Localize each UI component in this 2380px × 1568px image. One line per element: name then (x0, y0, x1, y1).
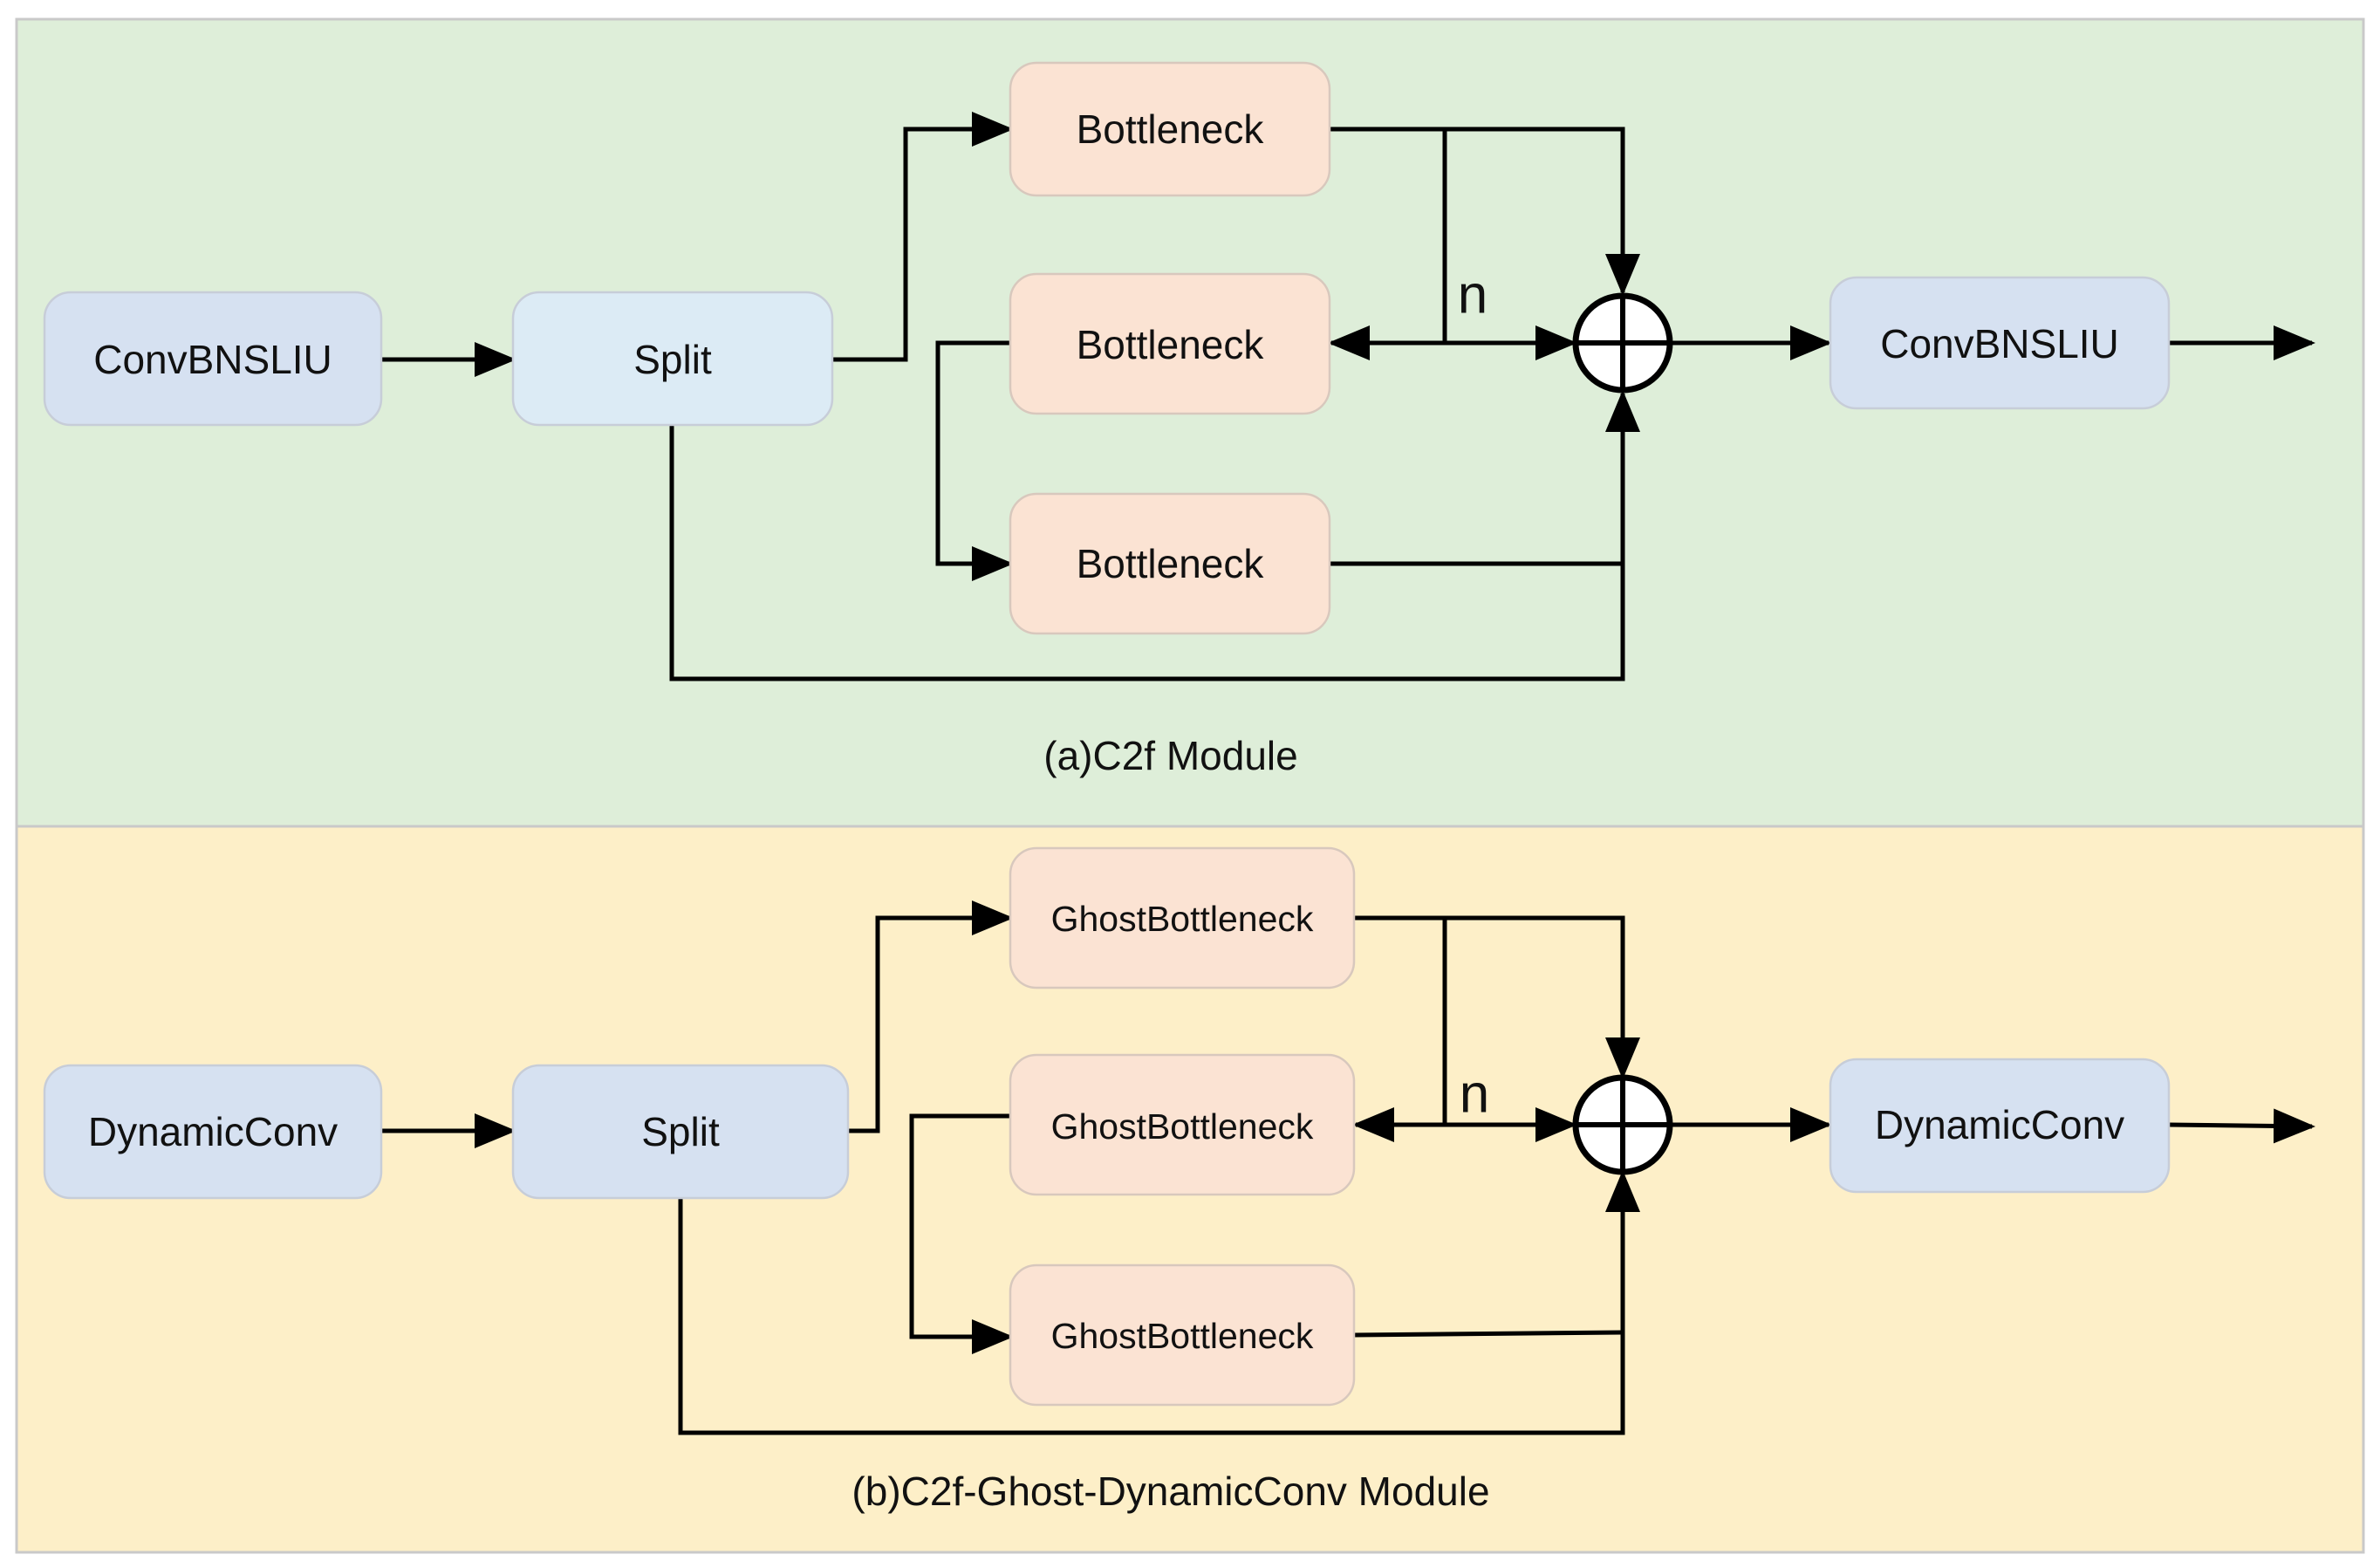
input-block-label: DynamicConv (88, 1109, 338, 1154)
panel-a-bottleneck-1: Bottleneck (1009, 61, 1331, 197)
split-shortcut-line (678, 1170, 1640, 1435)
bottleneck-1-label: GhostBottleneck (1051, 899, 1314, 939)
panel-b-input-block: DynamicConv (43, 1064, 383, 1200)
input-block-label: ConvBNSLIU (93, 337, 332, 382)
split-to-bottleneck-1-arrow (832, 112, 1014, 362)
bottleneck-2-label: Bottleneck (1077, 322, 1265, 367)
panel-b-concat-node (1572, 1074, 1673, 1175)
output-arrow (2168, 1108, 2315, 1144)
panel-a-input-block: ConvBNSLIU (43, 291, 383, 427)
output-block-label: DynamicConv (1875, 1102, 2124, 1147)
bottleneck-2-to-bottleneck-3-arrow (935, 340, 1014, 581)
repeat-count-label: n (1460, 1065, 1489, 1125)
bottleneck-3-label: GhostBottleneck (1051, 1316, 1314, 1356)
panel-b-caption: (b)C2f-Ghost-DynamicConv Module (851, 1469, 1489, 1514)
panel-b-split-block: Split (511, 1064, 850, 1200)
panel-b-bottleneck-2: GhostBottleneck (1009, 1053, 1356, 1196)
bottleneck-3-out-line (1353, 1330, 1624, 1338)
bottleneck-3-label: Bottleneck (1077, 541, 1265, 586)
split-block-label: Split (641, 1109, 720, 1154)
bottleneck-2-label: GhostBottleneck (1051, 1106, 1314, 1147)
panel-a-connectors (381, 112, 2315, 681)
panel-b-connectors (381, 900, 2315, 1435)
panel-b-output-block: DynamicConv (1829, 1058, 2171, 1194)
repeat-count-label: n (1458, 265, 1488, 325)
split-block-label: Split (633, 337, 712, 382)
split-shortcut-line (669, 390, 1640, 681)
output-block-label: ConvBNSLIU (1880, 321, 2119, 366)
split-to-bottleneck-1-arrow (848, 900, 1014, 1133)
panel-a-split-block: Split (511, 291, 834, 427)
panel-a-concat-node (1572, 292, 1673, 394)
bottleneck-1-label: Bottleneck (1077, 106, 1265, 152)
panel-a: ConvBNSLIU Split Bottleneck Bottleneck B… (15, 17, 2365, 828)
panel-a-bottleneck-2: Bottleneck (1009, 272, 1331, 415)
panel-b-bottleneck-1: GhostBottleneck (1009, 846, 1356, 989)
panel-a-caption: (a)C2f Module (1043, 733, 1297, 778)
panel-a-output-block: ConvBNSLIU (1829, 276, 2171, 410)
panel-a-bottleneck-3: Bottleneck (1009, 492, 1331, 635)
bottleneck-2-to-bottleneck-3-arrow (909, 1113, 1014, 1354)
bottleneck-1-out-line (1330, 127, 1640, 296)
panel-b-bottleneck-3: GhostBottleneck (1009, 1263, 1356, 1407)
panel-b: DynamicConv Split GhostBottleneck GhostB… (15, 825, 2365, 1554)
